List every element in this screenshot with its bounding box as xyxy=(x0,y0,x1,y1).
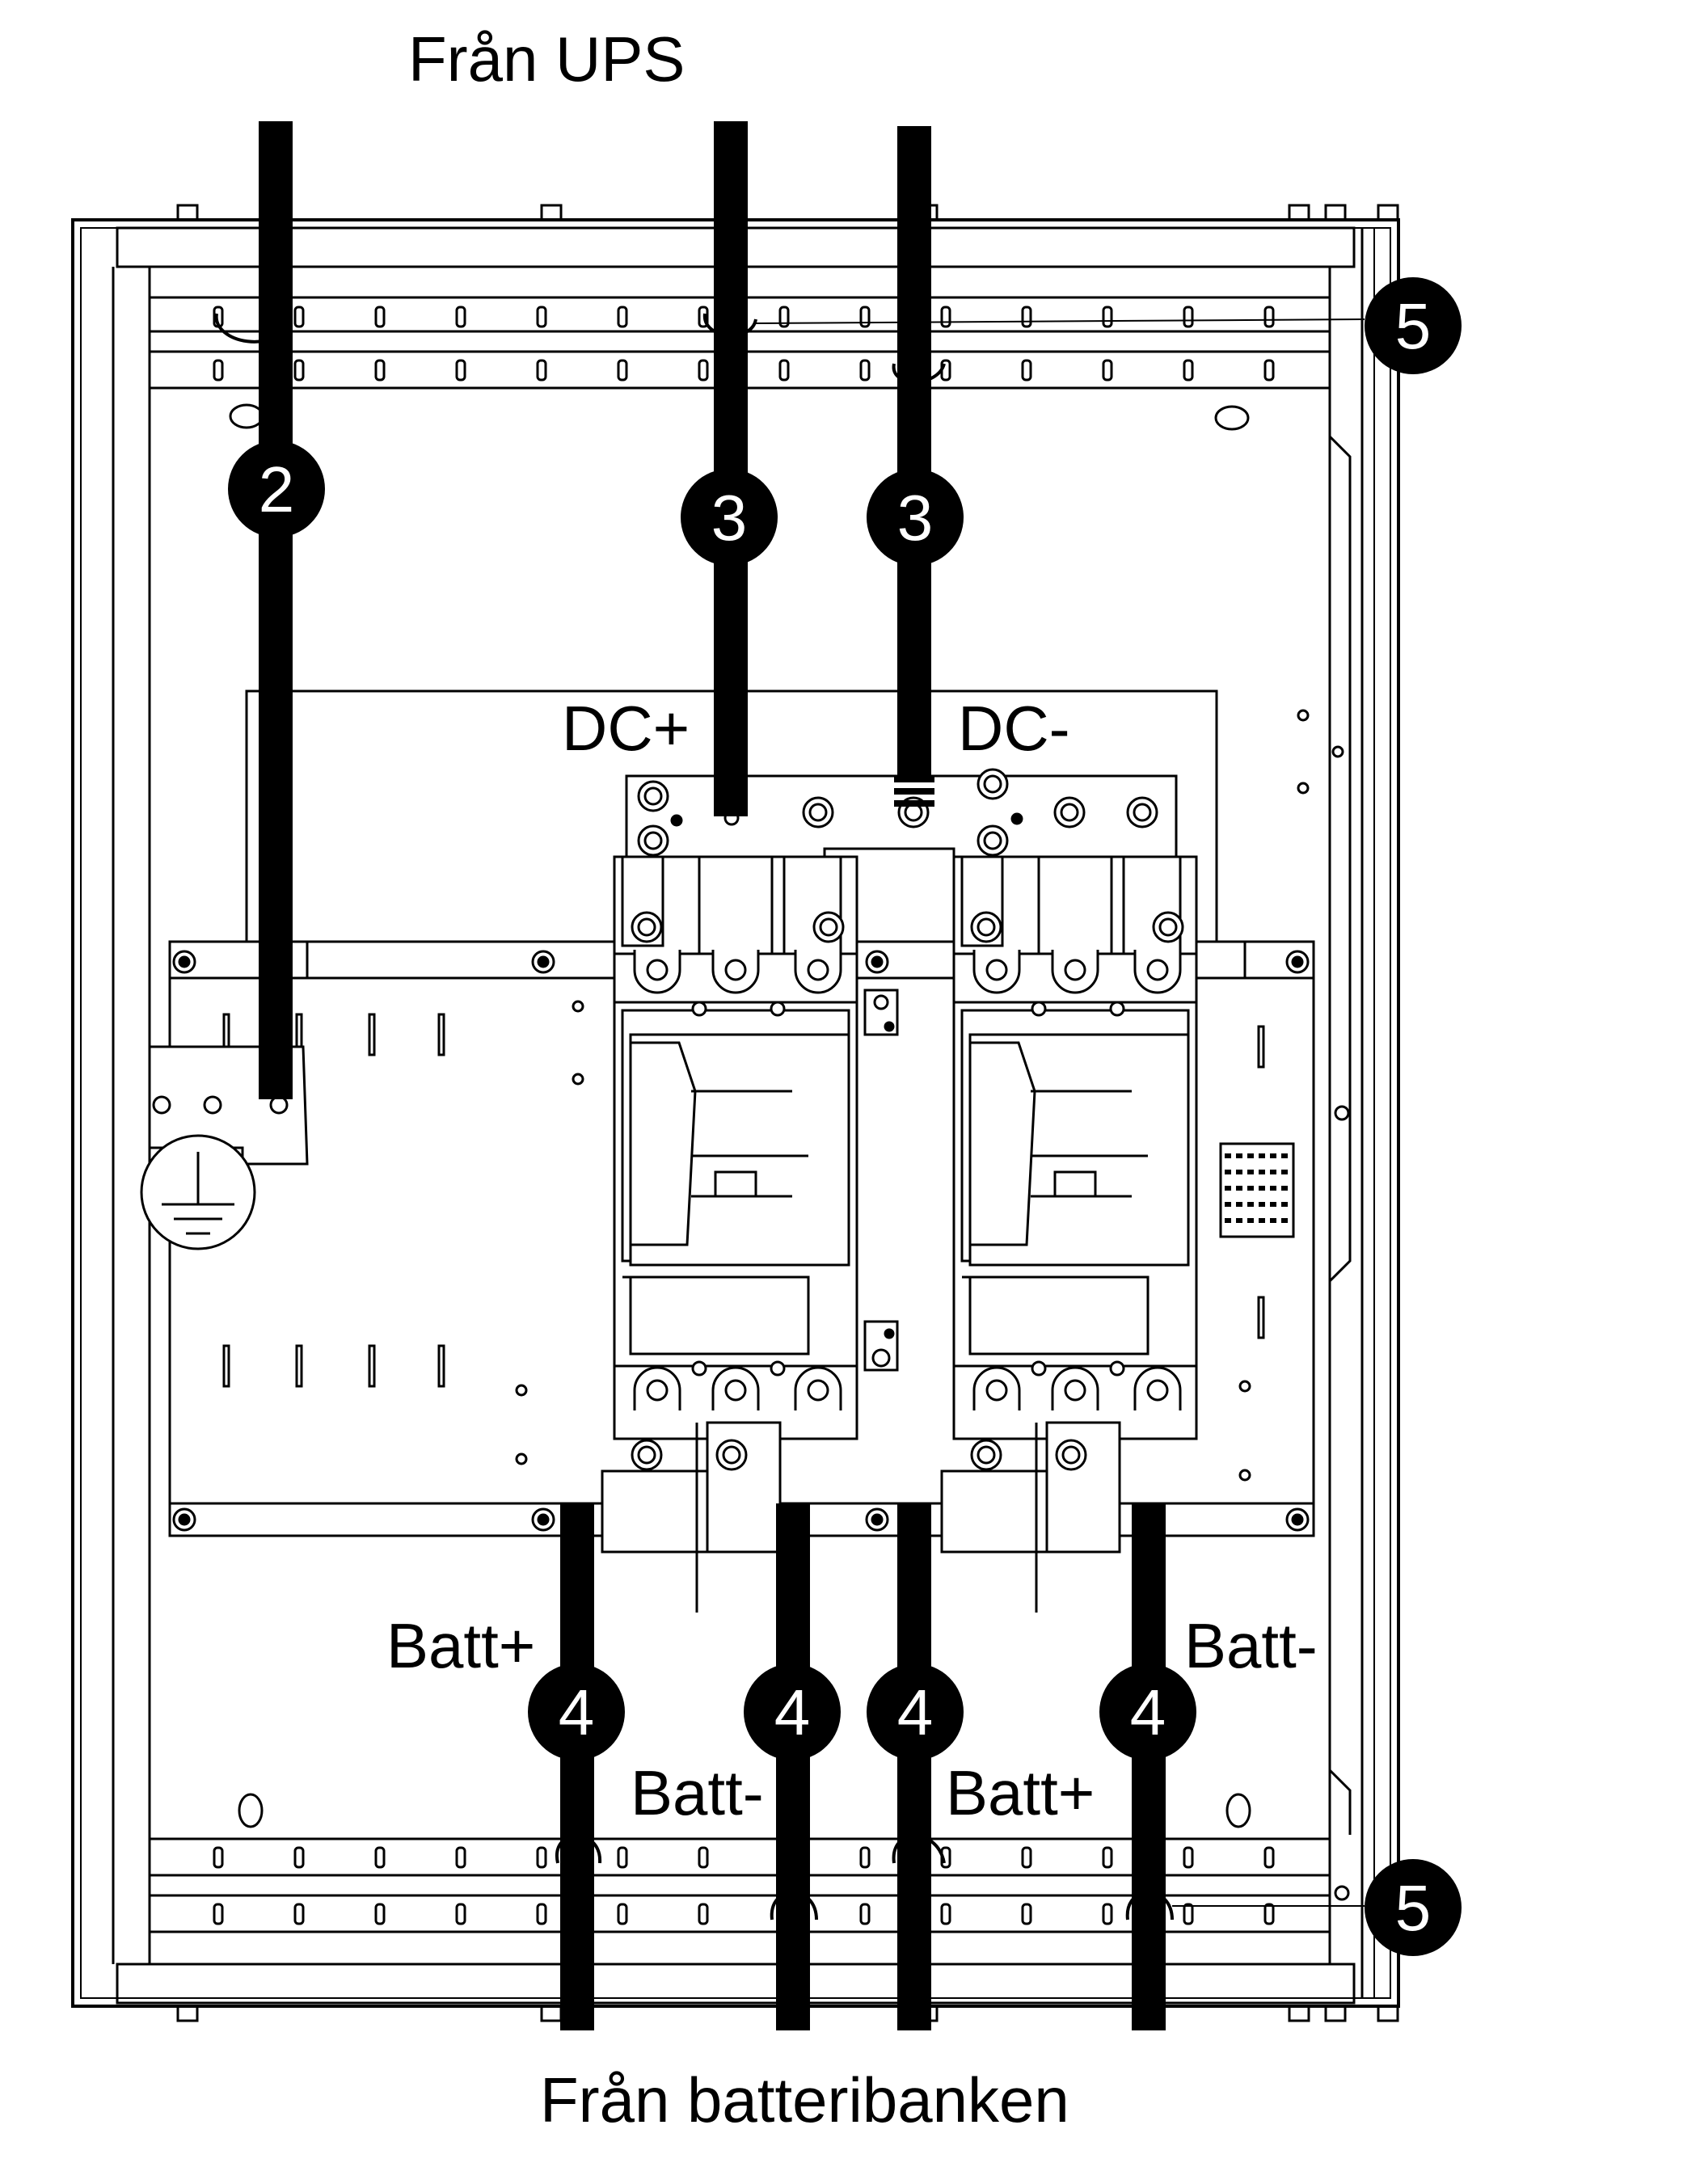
svg-text:4: 4 xyxy=(897,1676,934,1748)
cable-ground xyxy=(259,121,293,1099)
svg-text:3: 3 xyxy=(711,482,748,554)
label-from-ups: Från UPS xyxy=(408,23,685,95)
label-batt-plus-left: Batt+ xyxy=(386,1610,535,1681)
cable-batt-2 xyxy=(776,1503,810,2030)
callout-4-batt-4-badge: 4 xyxy=(1099,1663,1196,1760)
callout-3-dc-plus-badge: 3 xyxy=(681,469,778,566)
cable-batt-4 xyxy=(1132,1503,1166,2030)
breaker-left xyxy=(601,855,858,1613)
cable-dc-plus xyxy=(714,121,748,816)
cable-batt-3 xyxy=(897,1503,931,2030)
callout-5-top-badge: 5 xyxy=(1365,277,1462,374)
label-dc-minus: DC- xyxy=(958,693,1070,764)
svg-text:4: 4 xyxy=(559,1676,595,1748)
svg-text:4: 4 xyxy=(1130,1676,1166,1748)
label-batt-plus-right: Batt+ xyxy=(946,1757,1095,1828)
callout-4-batt-2-badge: 4 xyxy=(744,1663,841,1760)
svg-text:2: 2 xyxy=(259,453,295,525)
link-plate xyxy=(863,989,899,1372)
svg-text:3: 3 xyxy=(897,482,934,554)
callout-2-badge: 2 xyxy=(228,441,325,538)
callout-5-bottom-badge: 5 xyxy=(1365,1859,1462,1956)
label-batt-minus-right: Batt- xyxy=(1184,1610,1318,1681)
cable-ties xyxy=(214,313,1174,1920)
svg-text:4: 4 xyxy=(774,1676,811,1748)
breaker-right xyxy=(940,855,1198,1613)
cable-batt-1 xyxy=(560,1503,594,2030)
svg-text:5: 5 xyxy=(1395,1872,1432,1944)
callout-4-batt-1-badge: 4 xyxy=(528,1663,625,1760)
label-dc-plus: DC+ xyxy=(562,693,690,764)
callout-3-dc-minus-badge: 3 xyxy=(867,469,964,566)
leader-lines xyxy=(755,318,1365,1907)
dc-busbar-plate xyxy=(625,768,1178,858)
svg-text:5: 5 xyxy=(1395,290,1432,362)
callout-4-batt-3-badge: 4 xyxy=(867,1663,964,1760)
cable-dc-minus xyxy=(894,126,934,807)
label-batt-minus-left: Batt- xyxy=(631,1757,764,1828)
label-from-battery-bank: Från batteribanken xyxy=(540,2064,1069,2136)
